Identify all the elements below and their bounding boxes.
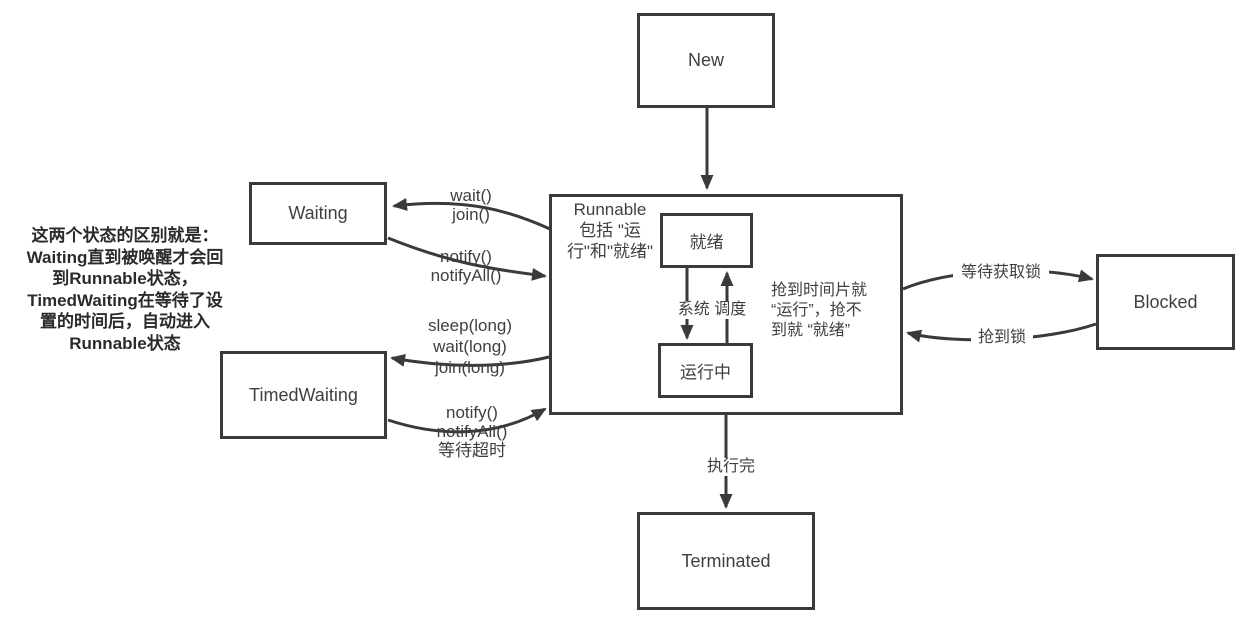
- runnable-time-slice-note: 抢到时间片就 “运行”，抢不 到就 “就绪”: [771, 282, 868, 339]
- label-got-lock: 抢到锁: [971, 329, 1033, 347]
- arrow-runnable-to-waiting: [392, 197, 551, 231]
- state-box-running: 运行中: [658, 343, 753, 398]
- label-notify-from-waiting: notify() notifyAll(): [430, 247, 502, 285]
- state-label-timed-waiting: TimedWaiting: [249, 384, 358, 405]
- label-sleep-wait-join-long: sleep(long) wait(long) join(long): [427, 316, 513, 377]
- state-box-ready: 就绪: [660, 213, 753, 268]
- annotation-waiting-vs-timedwaiting: 这两个状态的区别就是： Waiting直到被唤醒才会回 到Runnable状态，…: [26, 226, 224, 353]
- state-label-blocked: Blocked: [1133, 291, 1198, 312]
- state-box-blocked: Blocked: [1096, 254, 1235, 350]
- label-execution-complete: 执行完: [701, 458, 761, 476]
- state-box-terminated: Terminated: [637, 512, 815, 610]
- state-label-ready: 就绪: [689, 233, 724, 252]
- arrow-runnable-to-timed-waiting: [390, 353, 550, 367]
- label-notify-timeout: notify() notifyAll() 等待超时: [436, 403, 508, 460]
- state-label-running: 运行中: [680, 363, 731, 382]
- state-box-new: New: [637, 13, 775, 108]
- label-system-scheduler: 系统 调度: [668, 301, 756, 319]
- label-wait-join: wait() join(): [450, 186, 492, 224]
- runnable-title-label: Runnable 包括 "运 行"和"就绪": [566, 200, 654, 261]
- label-wait-for-lock: 等待获取锁: [953, 264, 1049, 282]
- state-label-new: New: [687, 50, 724, 70]
- arrow-timed-waiting-to-runnable: [387, 407, 547, 434]
- state-label-terminated: Terminated: [681, 550, 771, 571]
- state-label-waiting: Waiting: [288, 203, 348, 223]
- state-box-timed-waiting: TimedWaiting: [220, 351, 387, 439]
- state-box-waiting: Waiting: [249, 182, 387, 245]
- arrow-waiting-to-runnable: [387, 236, 547, 281]
